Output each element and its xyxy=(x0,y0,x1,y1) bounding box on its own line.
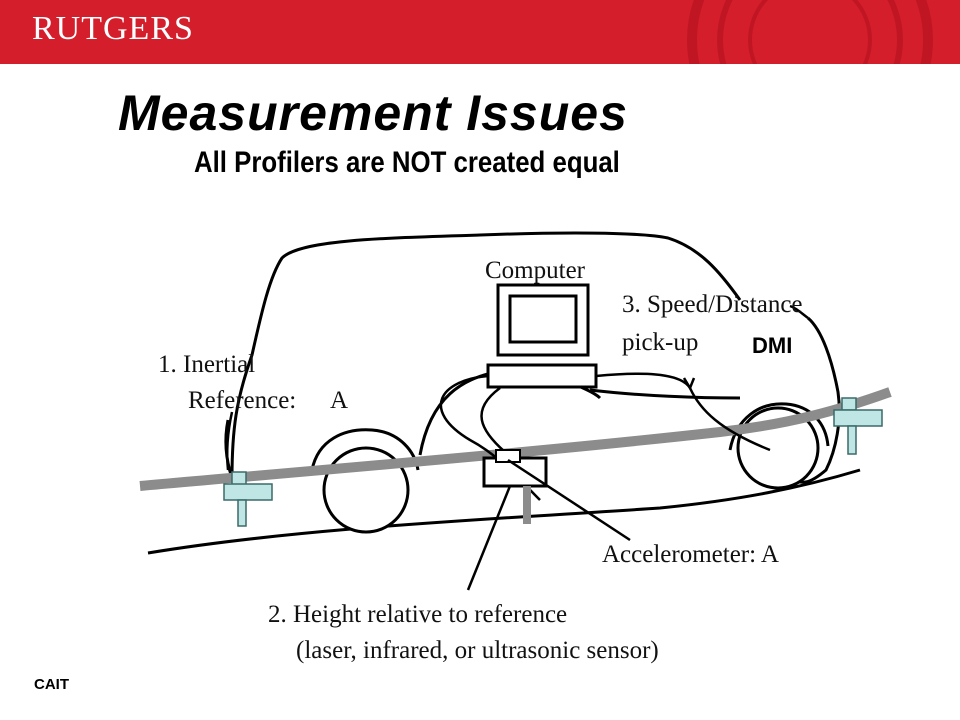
accelerometer-leader xyxy=(507,458,631,542)
label-height-line2: (laser, infrared, or ultrasonic sensor) xyxy=(296,637,659,664)
header-bar: RUTGERS xyxy=(0,0,960,64)
label-speed-line1: 3. Speed/Distance xyxy=(622,291,803,318)
label-computer: Computer xyxy=(485,257,586,284)
rear-wheel-arch xyxy=(310,428,420,471)
hood-line xyxy=(589,388,741,400)
dmi-pickup xyxy=(682,377,696,391)
reference-line xyxy=(139,387,892,491)
logo-text: RUTGERS xyxy=(32,10,194,47)
slide-subtitle: All Profilers are NOT created equal xyxy=(194,146,620,179)
computer-cable-to-sensor-2 xyxy=(480,386,506,453)
label-inertial-value: A xyxy=(330,387,348,414)
front-reference-marker xyxy=(833,397,883,455)
label-height-line1: 2. Height relative to reference xyxy=(268,601,567,628)
seal-watermark xyxy=(687,0,933,64)
footer-note: CAIT xyxy=(34,676,69,693)
label-inertial-line2: Reference: xyxy=(188,387,296,414)
speed-leader xyxy=(789,304,809,319)
accelerometer-block xyxy=(495,449,521,463)
slide-title: Measurement Issues xyxy=(118,85,628,141)
label-inertial-line1: 1. Inertial xyxy=(158,351,255,378)
inertial-leader xyxy=(225,411,234,471)
sensor-beam xyxy=(523,486,531,524)
label-accelerometer: Accelerometer: A xyxy=(602,541,779,568)
label-speed-line2: pick-up xyxy=(622,329,698,356)
computer-screen xyxy=(508,294,578,344)
rear-reference-marker xyxy=(223,471,273,527)
label-dmi: DMI xyxy=(752,333,793,358)
rutgers-logo: RUTGERS xyxy=(32,10,194,48)
vehicle-body-outline xyxy=(230,231,742,479)
height-leader xyxy=(466,485,512,591)
computer-base xyxy=(486,363,598,389)
